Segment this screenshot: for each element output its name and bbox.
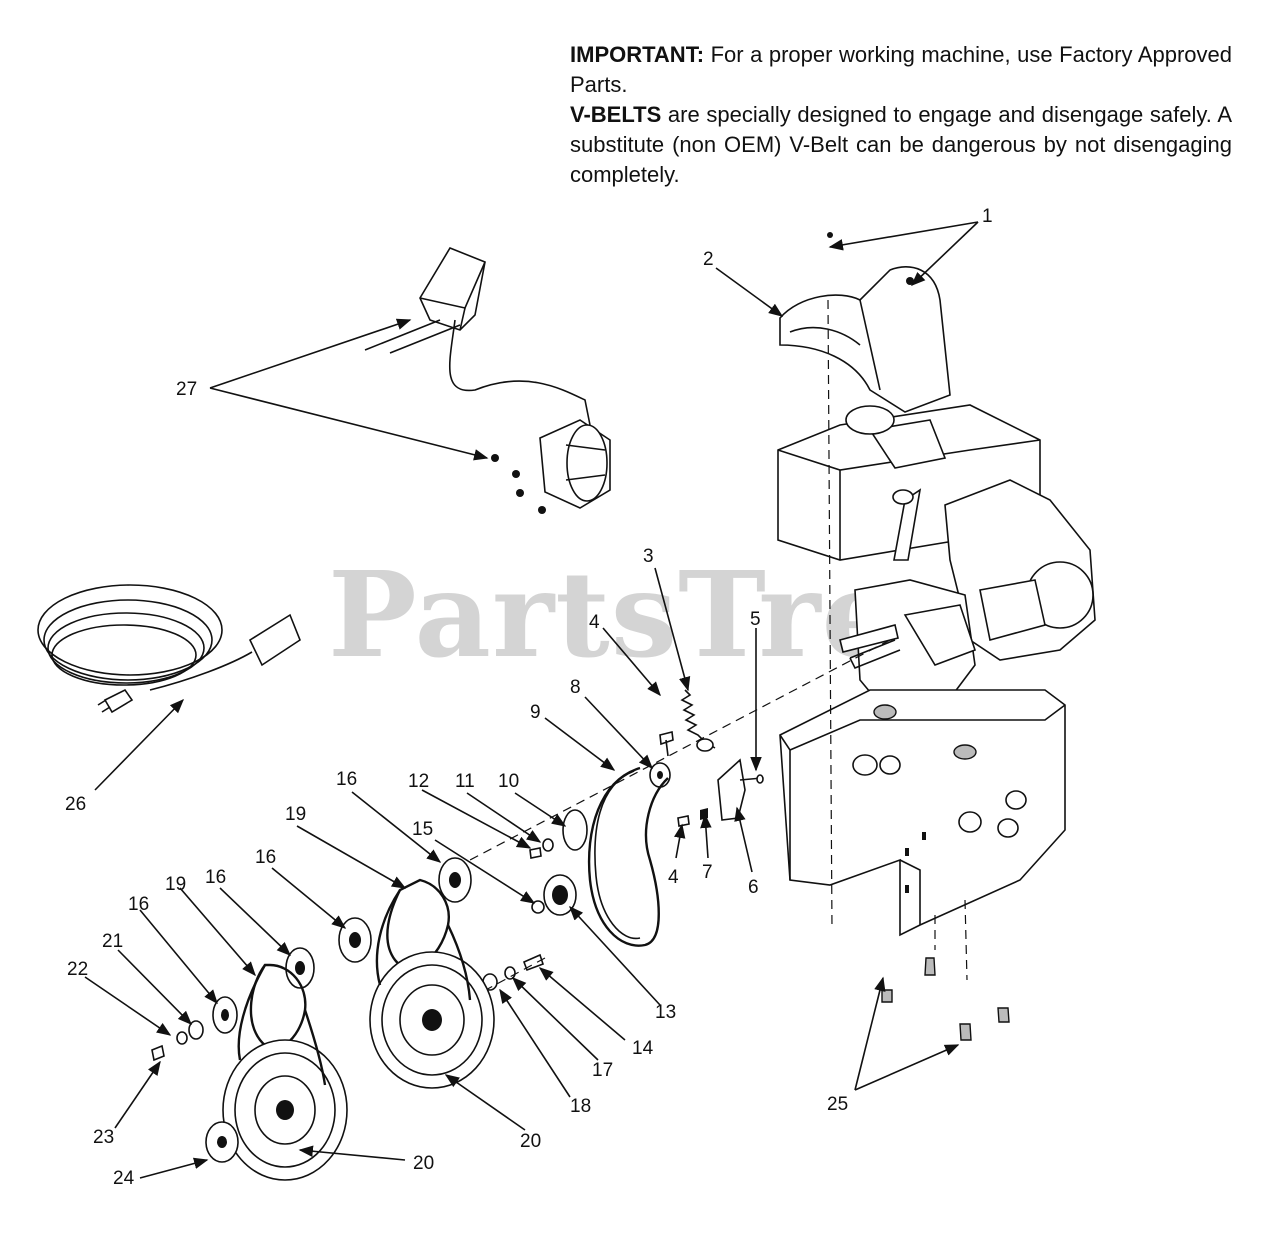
- idler-bracket: [717, 758, 746, 821]
- callout-16-top: 16: [336, 769, 357, 790]
- shaft-centerline: [469, 639, 891, 861]
- shaft-parts: [151, 809, 588, 1062]
- callout-3: 3: [643, 546, 654, 567]
- callout-labels: 1 2 3 4 5 8 9 12 11 10 16 15 19 16 19 16…: [65, 206, 993, 1189]
- callout-5: 5: [750, 609, 761, 630]
- tension-parts: [649, 689, 764, 827]
- callout-27: 27: [176, 379, 197, 400]
- callout-6: 6: [748, 877, 759, 898]
- parts-notice: IMPORTANT: For a proper working machine,…: [570, 40, 1232, 190]
- callout-21: 21: [102, 931, 123, 952]
- callout-17: 17: [592, 1060, 613, 1081]
- callout-13: 13: [655, 1002, 676, 1023]
- callout-19-top: 19: [285, 804, 306, 825]
- extension-cord: [37, 584, 301, 714]
- callout-18: 18: [570, 1096, 591, 1117]
- callout-16-mid: 16: [255, 847, 276, 868]
- vbelts-label: V-BELTS: [570, 102, 662, 127]
- starter-switch-box: [419, 247, 486, 331]
- chute-cover: [779, 266, 951, 413]
- pulley-10: [562, 809, 588, 851]
- callout-14: 14: [632, 1038, 654, 1059]
- leader-lines: [84, 221, 979, 1179]
- frame-plate: [779, 689, 1066, 937]
- callout-20-right: 20: [520, 1131, 541, 1152]
- callout-22: 22: [67, 959, 88, 980]
- important-label: IMPORTANT:: [570, 42, 705, 67]
- callout-26: 26: [65, 794, 86, 815]
- important-note: IMPORTANT: For a proper working machine,…: [570, 40, 1232, 100]
- callout-11: 11: [455, 771, 475, 792]
- callout-4-upper: 4: [589, 612, 600, 633]
- callout-19-left: 19: [165, 874, 186, 895]
- callout-24: 24: [113, 1168, 135, 1189]
- vbelts-text: are specially designed to engage and dis…: [570, 102, 1232, 187]
- engine-assembly: [777, 266, 1096, 981]
- callout-10: 10: [498, 771, 519, 792]
- electric-starter: [364, 247, 611, 514]
- callout-23: 23: [93, 1127, 114, 1148]
- callout-2: 2: [703, 249, 714, 270]
- callout-12: 12: [408, 771, 429, 792]
- vbelts-note: V-BELTS are specially designed to engage…: [570, 100, 1232, 190]
- cord-plug-end: [248, 613, 301, 667]
- callout-16-far: 16: [128, 894, 149, 915]
- callout-4-lower: 4: [668, 867, 679, 888]
- callout-25: 25: [827, 1094, 848, 1115]
- important-text: For a proper working machine, use Factor…: [570, 42, 1232, 97]
- callout-15: 15: [412, 819, 433, 840]
- spring: [680, 689, 716, 749]
- callout-20-left: 20: [413, 1153, 434, 1174]
- v-belt-upper: [587, 766, 669, 947]
- callout-7: 7: [702, 862, 713, 883]
- callout-16-left: 16: [205, 867, 226, 888]
- callout-1: 1: [982, 206, 993, 227]
- callout-9: 9: [530, 702, 541, 723]
- callout-8: 8: [570, 677, 581, 698]
- auger-pulleys: [205, 878, 495, 1181]
